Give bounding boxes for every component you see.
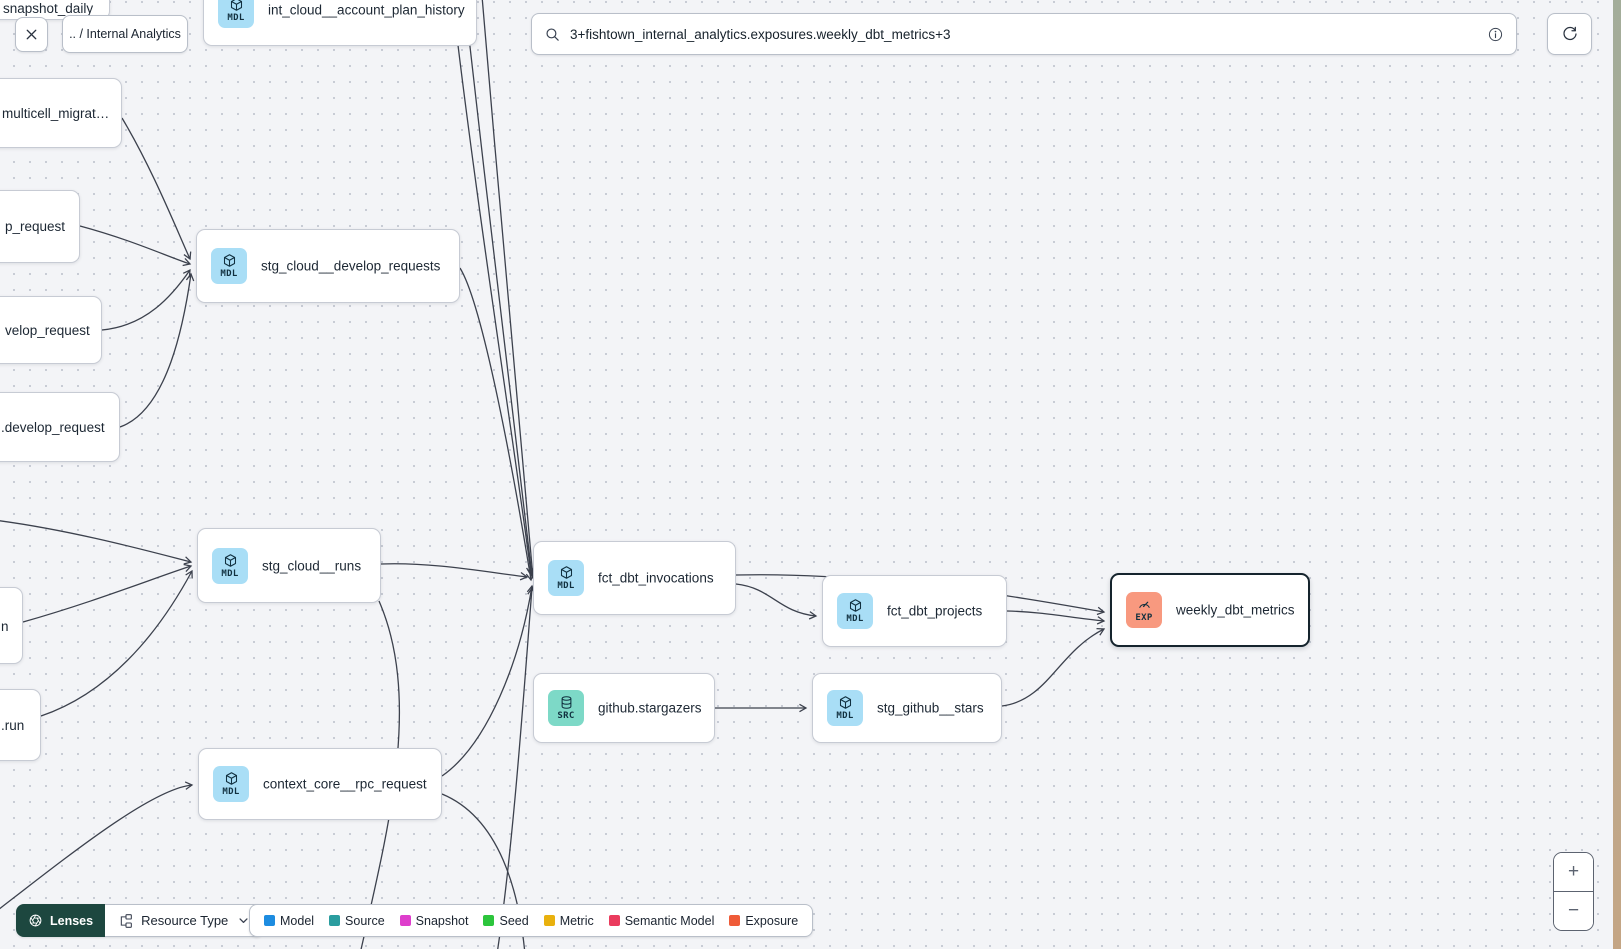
node-stg-cloud-develop-requests[interactable]: MDL stg_cloud__develop_requests [196,229,460,303]
refresh-button[interactable] [1547,13,1592,55]
node-label: multicell_migrat… [2,106,110,121]
node-type-badge: SRC [548,690,584,726]
search-icon [544,26,561,43]
resource-type-label: Resource Type [141,913,229,928]
node-type-badge: MDL [213,766,249,802]
node-type-badge: MDL [548,560,584,596]
node-weekly-dbt-metrics[interactable]: EXP weekly_dbt_metrics [1110,573,1310,647]
node-type-badge: MDL [212,547,248,584]
node-p-request[interactable]: p_request [0,190,80,263]
node-fct-dbt-projects[interactable]: MDL fct_dbt_projects [822,575,1007,647]
zoom-controls: + − [1553,852,1594,931]
node-type-icon [224,771,239,786]
breadcrumb[interactable]: .. / Internal Analytics [62,15,188,53]
node-run-partial[interactable]: .run [0,689,41,761]
close-icon [23,26,40,43]
node-type-badge: MDL [827,690,863,726]
legend-swatch [608,915,620,926]
legend-swatch [329,915,341,926]
schema-icon [117,913,133,929]
node-type-badge: EXP [1126,592,1162,628]
legend-item: Semantic Model [608,914,714,928]
node-type-icon [838,695,853,710]
node-develop-request[interactable]: .develop_request [0,392,120,462]
node-label: .develop_request [1,420,105,435]
lenses-button[interactable]: Lenses [16,904,106,937]
node-type-icon [559,695,574,710]
node-type-icon [1137,597,1152,612]
lenses-group: Lenses Resource Type [16,904,265,937]
legend-item: Seed [483,914,529,928]
node-stg-cloud-runs[interactable]: MDL stg_cloud__runs [197,528,381,603]
node-multicell-migrat[interactable]: multicell_migrat… [0,78,122,148]
node-label: snapshot_daily [3,1,94,16]
legend-item: Snapshot [399,914,468,928]
search-input[interactable] [570,26,1478,42]
node-velop-request[interactable]: velop_request [0,296,102,364]
node-type-icon [229,0,244,12]
legend-swatch [543,915,555,926]
legend-swatch [399,915,411,926]
legend-item: Exposure [729,914,798,928]
node-label: int_cloud__account_plan_history [268,2,465,17]
legend-swatch [729,915,741,926]
resource-type-legend: Model Source Snapshot Seed Metric Semant… [249,904,814,937]
node-type-icon [559,565,574,580]
search-bar [531,13,1517,55]
legend-swatch [264,915,275,926]
info-icon[interactable] [1487,26,1504,43]
legend-item: Source [329,914,385,928]
zoom-in-button[interactable]: + [1554,853,1593,892]
node-label: stg_cloud__develop_requests [261,258,441,274]
node-type-badge: MDL [218,0,254,28]
node-label: .run [1,718,25,733]
node-type-icon [848,598,863,613]
node-context-core-rpc-request[interactable]: MDL context_core__rpc_request [198,748,442,820]
node-label: p_request [5,219,66,234]
refresh-icon [1561,25,1579,43]
node-type-badge: MDL [211,248,247,284]
lenses-label: Lenses [50,913,94,928]
node-stg-github-stars[interactable]: MDL stg_github__stars [812,673,1002,743]
legend-item: Metric [543,914,594,928]
node-label: context_core__rpc_request [263,776,427,792]
aperture-icon [28,913,43,928]
desktop-edge-strip [1613,0,1621,949]
node-n-partial[interactable]: n [0,587,23,664]
node-int-cloud-account-plan-history[interactable]: MDL int_cloud__account_plan_history [203,0,477,46]
zoom-out-button[interactable]: − [1554,892,1593,930]
legend-item: Model [264,914,314,928]
legend-swatch [483,915,495,926]
close-button[interactable] [15,17,48,52]
node-label: stg_cloud__runs [262,558,362,573]
breadcrumb-label: .. / Internal Analytics [69,27,181,41]
resource-type-dropdown[interactable]: Resource Type [105,904,265,937]
node-github-stargazers[interactable]: SRC github.stargazers [533,673,715,743]
node-label: velop_request [5,323,90,338]
node-label: stg_github__stars [877,700,984,716]
node-type-badge: MDL [837,593,873,629]
node-label: n [1,619,9,634]
node-label: fct_dbt_projects [887,603,983,619]
node-type-icon [223,553,238,568]
node-label: github.stargazers [598,700,702,716]
node-type-icon [222,253,237,268]
node-label: fct_dbt_invocations [598,570,714,586]
node-fct-dbt-invocations[interactable]: MDL fct_dbt_invocations [533,541,736,615]
node-label: weekly_dbt_metrics [1176,602,1295,618]
